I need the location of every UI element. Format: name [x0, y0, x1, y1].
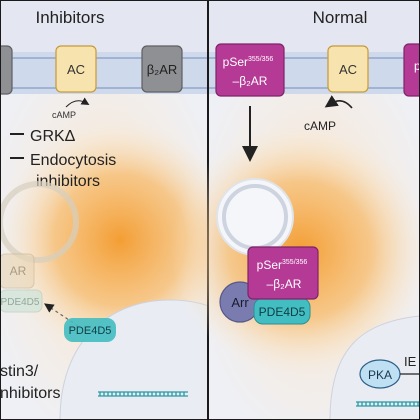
- left-ghost-vesicle: [0, 181, 79, 263]
- right-vesicle: [216, 178, 294, 256]
- left-ghost-pde: [0, 289, 43, 313]
- left-ac-enzyme: [55, 45, 97, 93]
- right-membrane-receptor-line2: –β₂AR: [233, 74, 268, 88]
- right-edge-receptor-label: p: [414, 59, 420, 73]
- inhibitor-endo-line1: Endocytosis: [30, 152, 116, 169]
- left-edge-receptor: [0, 45, 13, 95]
- inhibitor-grk: GRKΔ: [30, 128, 76, 145]
- right-pde4d5-label: PDE4D5: [259, 305, 306, 319]
- left-ac-label: AC: [67, 62, 85, 77]
- left-b2ar-receptor: [141, 45, 183, 93]
- left-pde4d5: [64, 318, 116, 342]
- left-curved-arrow-icon: [65, 97, 90, 108]
- right-vesicle-receptor-line2: –β₂AR: [267, 277, 302, 291]
- right-vesicle-receptor: [247, 246, 319, 300]
- left-b2ar-label: β₂AR: [147, 62, 178, 77]
- left-ghost-receptor-label: AR: [10, 264, 27, 278]
- right-curved-arrow-icon: [324, 95, 353, 109]
- right-panel: Normal pSer355/356 –β₂AR AC cAMP p Arr P…: [170, 0, 420, 420]
- right-panel-title: Normal: [313, 8, 368, 27]
- arrestin-inhibitor-line1: stin3/: [0, 363, 39, 380]
- right-membrane-receptor: [215, 43, 285, 97]
- left-dna-strand-icon: [98, 391, 188, 397]
- arrestin-inhibitor-line2: nhibitors: [0, 385, 60, 402]
- left-panel-title: Inhibitors: [36, 8, 105, 27]
- right-dna-strand-icon: [356, 401, 420, 407]
- right-ac-enzyme: [327, 45, 369, 93]
- left-ghost-receptor: [0, 253, 35, 289]
- right-ac-label: AC: [339, 62, 357, 77]
- left-ghost-pde-label: PDE4D5: [1, 297, 40, 308]
- right-pka-label: PKA: [368, 368, 392, 382]
- right-ie-label: IE: [404, 354, 417, 369]
- left-pde4d5-label: PDE4D5: [69, 325, 112, 337]
- right-camp-label: cAMP: [304, 119, 336, 133]
- left-camp-label: cAMP: [52, 110, 76, 120]
- right-arrestin-label: Arr: [231, 295, 249, 310]
- right-membrane-receptor-line1: pSer355/356: [223, 55, 274, 69]
- right-vesicle-receptor-line1: pSer355/356: [257, 258, 308, 272]
